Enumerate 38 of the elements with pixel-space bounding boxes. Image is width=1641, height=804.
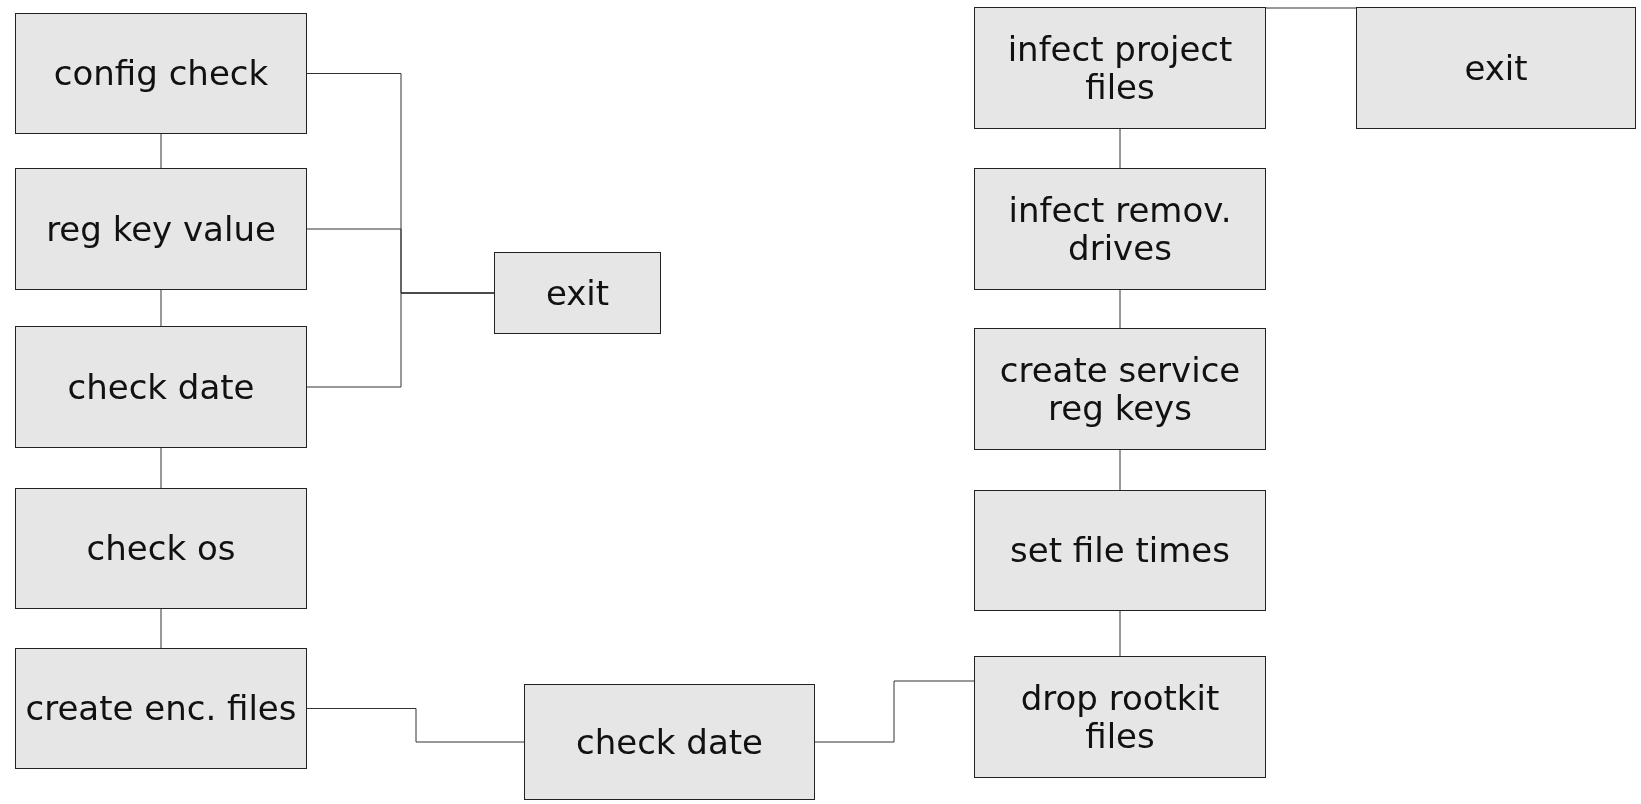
connector-line — [1265, 7, 1357, 9]
process-box — [15, 326, 307, 448]
connector-line — [306, 708, 525, 743]
connector-line — [160, 133, 162, 169]
process-box — [524, 684, 815, 800]
connector-line — [1119, 128, 1121, 169]
connector-line — [1119, 449, 1121, 491]
process-box — [974, 328, 1266, 450]
step-label: create enc. files — [24, 689, 298, 728]
process-box — [974, 490, 1266, 611]
process-box — [974, 168, 1266, 290]
connector-line — [814, 680, 975, 743]
step-label: exit — [1463, 48, 1529, 88]
connector-line — [160, 447, 162, 489]
step-label: exit — [544, 273, 611, 313]
connector-line — [160, 289, 162, 327]
process-box — [974, 7, 1266, 129]
process-box — [15, 168, 307, 290]
step-label: check date — [66, 367, 256, 407]
connector-line — [306, 292, 495, 388]
step-label: create service reg keys — [998, 350, 1242, 428]
step-label: set file times — [1009, 531, 1231, 570]
step-label: check date — [575, 722, 764, 762]
step-label: reg key value — [45, 209, 277, 249]
process-box — [494, 252, 661, 334]
process-box — [15, 648, 307, 769]
step-label: infect project files — [1006, 29, 1234, 107]
process-box — [15, 488, 307, 609]
process-box — [974, 656, 1266, 778]
process-box — [1356, 7, 1636, 129]
step-label: infect remov. drives — [1007, 190, 1233, 268]
step-label: check os — [85, 529, 237, 568]
connector-line — [160, 608, 162, 649]
process-box — [15, 13, 307, 134]
step-label: config check — [52, 54, 270, 93]
connector-line — [1119, 610, 1121, 657]
connector-line — [1119, 289, 1121, 329]
step-label: drop rootkit files — [1019, 678, 1221, 756]
